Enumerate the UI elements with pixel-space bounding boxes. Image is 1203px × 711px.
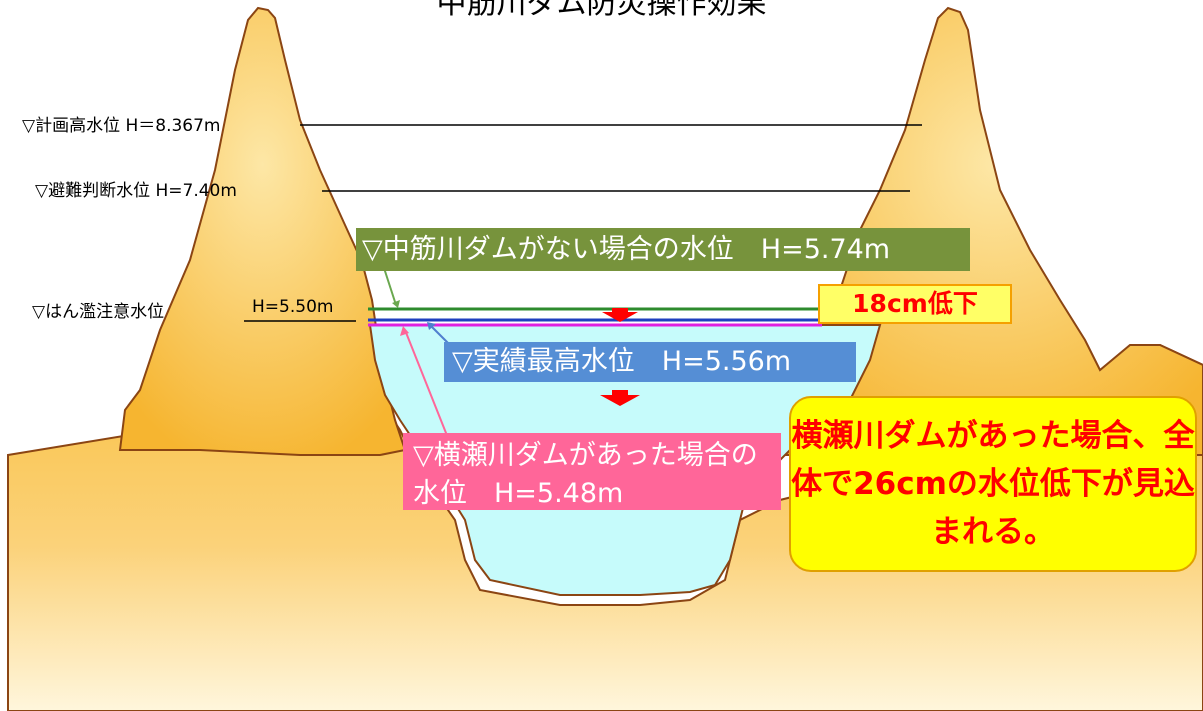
yokose-level-box: ▽横瀬川ダムがあった場合の水位 H=5.48m <box>403 433 781 510</box>
down-arrow-icon <box>602 308 638 322</box>
actual-level-box: ▽実績最高水位 H=5.56m <box>444 342 856 382</box>
plan-high-water-label: ▽計画高水位 H＝8.367m <box>22 116 221 136</box>
no-dam-pointer <box>383 267 397 306</box>
no-dam-level-box: ▽中筋川ダムがない場合の水位 H=5.74m <box>356 228 970 271</box>
down-arrow-icon <box>600 390 640 406</box>
effect-callout: 横瀬川ダムがあった場合、全体で26cmの水位低下が見込まれる。 <box>789 396 1197 572</box>
page-title: 中筋川ダム防災操作効果 <box>436 0 767 21</box>
flood-caution-label: ▽はん濫注意水位 <box>32 302 165 322</box>
flood-caution-value: H=5.50m <box>252 297 334 317</box>
evacuation-label: ▽避難判断水位 H=7.40m <box>35 181 237 201</box>
reduction-badge: 18cm低下 <box>818 284 1012 324</box>
yokose-pointer <box>404 329 449 439</box>
